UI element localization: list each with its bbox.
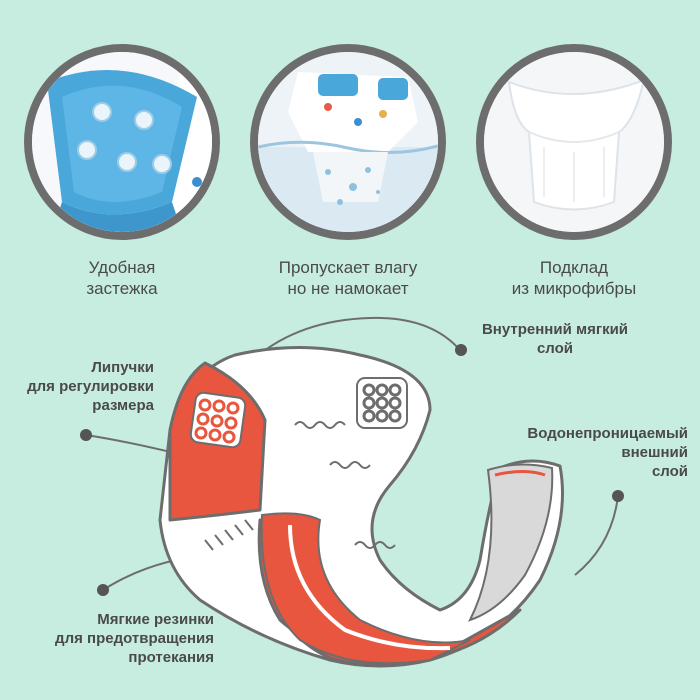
diaper-diagram: [80, 316, 624, 668]
feature-caption-microfiber: Подклад из микрофибры: [511, 258, 637, 298]
callout-elastics: Мягкие резинки для предотвращения протек…: [55, 611, 214, 666]
callout-inner-layer: Внутренний мягкий слой: [481, 321, 629, 357]
water-splash-photo: [250, 44, 446, 240]
feature-caption-closure: Удобная застежка: [86, 258, 158, 298]
callout-velcro: Липучки для регулировки размера: [27, 359, 154, 414]
microfiber-insert-photo: [476, 44, 672, 240]
snap-closure-photo: [24, 44, 220, 240]
feature-caption-water: Пропускает влагу но не намокает: [278, 258, 418, 298]
callout-waterproof: Водонепроницаемый внешний слой: [527, 425, 688, 480]
